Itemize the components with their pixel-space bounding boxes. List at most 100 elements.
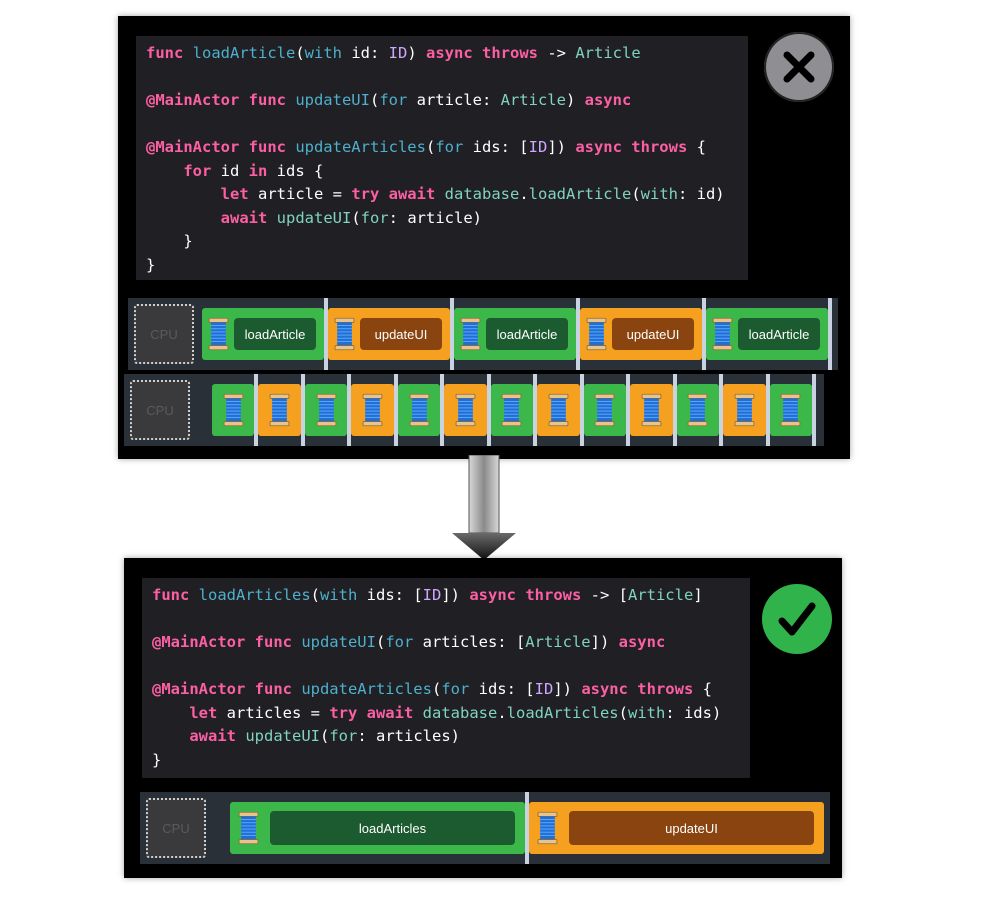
thread-switch-divider — [347, 374, 352, 446]
update-ui-block: updateUI — [529, 802, 824, 854]
code-token: @MainActor func — [152, 680, 302, 698]
block-label: updateUI — [612, 318, 694, 350]
code-line — [152, 655, 740, 679]
load-article-block: loadArticle — [454, 308, 576, 360]
code-token: : articles) — [357, 727, 460, 745]
code-block-before: func loadArticle(with id: ID) async thro… — [136, 36, 748, 280]
code-line: func loadArticle(with id: ID) async thro… — [146, 42, 738, 66]
code-token — [435, 185, 444, 203]
update-ui-slice — [444, 384, 487, 436]
code-token: id — [211, 161, 249, 180]
code-token: ( — [295, 44, 305, 62]
code-token: : id) — [677, 185, 725, 203]
code-token: ( — [631, 185, 641, 203]
code-token: loadArticles — [198, 586, 311, 604]
thread-switch-divider — [525, 792, 529, 864]
code-token: ids: [ — [469, 680, 535, 698]
code-line: @MainActor func updateUI(for article: Ar… — [146, 89, 738, 113]
code-token: loadArticle — [528, 185, 632, 203]
cpu-label: CPU — [150, 326, 178, 342]
code-token: for — [329, 727, 358, 745]
code-token: ID — [528, 138, 548, 156]
code-token: for — [441, 680, 470, 698]
thread-spool-icon — [594, 393, 615, 432]
code-token: updateArticles — [301, 680, 432, 698]
code-token: ID — [534, 680, 554, 698]
code-token: async throws — [581, 680, 694, 698]
code-line: } — [152, 749, 740, 773]
code-token — [236, 727, 245, 745]
thread-switch-divider — [626, 374, 631, 446]
thread-spool-icon — [586, 317, 607, 356]
thread-switch-divider — [719, 374, 724, 446]
code-token: articles: [ — [413, 633, 526, 651]
code-token: @MainActor func — [146, 138, 296, 156]
cpu-chip: CPU — [130, 380, 190, 440]
load-article-slice — [583, 384, 627, 436]
thread-switch-divider — [765, 374, 770, 446]
thread-spool-icon — [334, 317, 355, 356]
code-token: : ids) — [665, 703, 722, 722]
block-label: loadArticle — [738, 318, 820, 350]
code-token: . — [497, 703, 507, 722]
update-ui-slice — [258, 384, 301, 436]
code-token: ( — [320, 727, 330, 745]
thread-spool-icon — [460, 317, 481, 356]
thread-switch-divider — [702, 298, 706, 370]
code-token: for — [360, 208, 389, 227]
code-token: -> [ — [581, 586, 628, 604]
thread-spool-icon — [269, 393, 290, 432]
load-articles-block: loadArticles — [230, 802, 525, 854]
code-token: Article — [575, 44, 641, 62]
code-token: updateUI — [295, 91, 370, 109]
code-line: let article = try await database.loadArt… — [146, 183, 738, 207]
code-token: async — [584, 91, 632, 109]
update-ui-block: updateUI — [580, 308, 702, 360]
thread-switch-divider — [533, 374, 538, 446]
code-token: . — [519, 185, 529, 203]
code-token: ID — [388, 44, 408, 62]
code-token: } — [146, 232, 193, 250]
update-ui-block: updateUI — [328, 308, 450, 360]
code-token: await — [220, 208, 268, 227]
code-token: ]) — [441, 586, 470, 604]
thread-switch-divider — [300, 374, 305, 446]
code-token: ) — [407, 44, 427, 62]
code-token: } — [152, 750, 162, 769]
update-ui-slice — [630, 384, 673, 436]
code-token: ids { — [267, 161, 324, 180]
code-token: Article — [500, 91, 566, 109]
thread-spool-icon — [409, 393, 430, 432]
cpu-track-interleaved: CPU — [124, 374, 824, 446]
code-token: for — [379, 91, 408, 109]
code-token: try await — [329, 703, 414, 722]
block-label: loadArticles — [270, 811, 515, 845]
load-article-slice — [397, 384, 441, 436]
cpu-label: CPU — [162, 820, 190, 836]
code-token: ( — [425, 138, 436, 156]
thread-switch-divider — [672, 374, 677, 446]
code-token: : article) — [388, 208, 482, 227]
code-token: articles = — [217, 703, 330, 722]
code-token: @MainActor func — [152, 633, 302, 651]
code-token: async — [618, 633, 666, 651]
code-token — [152, 727, 189, 745]
arrow-down-icon — [452, 455, 516, 560]
checkmark-icon — [762, 584, 832, 654]
code-token: async throws — [469, 586, 582, 604]
thread-spool-icon — [455, 393, 476, 432]
thread-spool-icon — [362, 393, 383, 432]
cpu-label: CPU — [146, 402, 174, 418]
code-token: ( — [310, 586, 320, 604]
thread-spool-icon — [501, 393, 522, 432]
thread-spool-icon — [734, 393, 755, 432]
code-token: ( — [431, 680, 442, 698]
thread-switch-divider — [393, 374, 398, 446]
code-token: await — [189, 727, 236, 745]
thread-switch-divider — [440, 374, 445, 446]
cpu-chip: CPU — [134, 304, 194, 364]
block-label: updateUI — [569, 811, 814, 845]
code-token: id: — [342, 44, 389, 62]
thread-switch-divider — [486, 374, 491, 446]
